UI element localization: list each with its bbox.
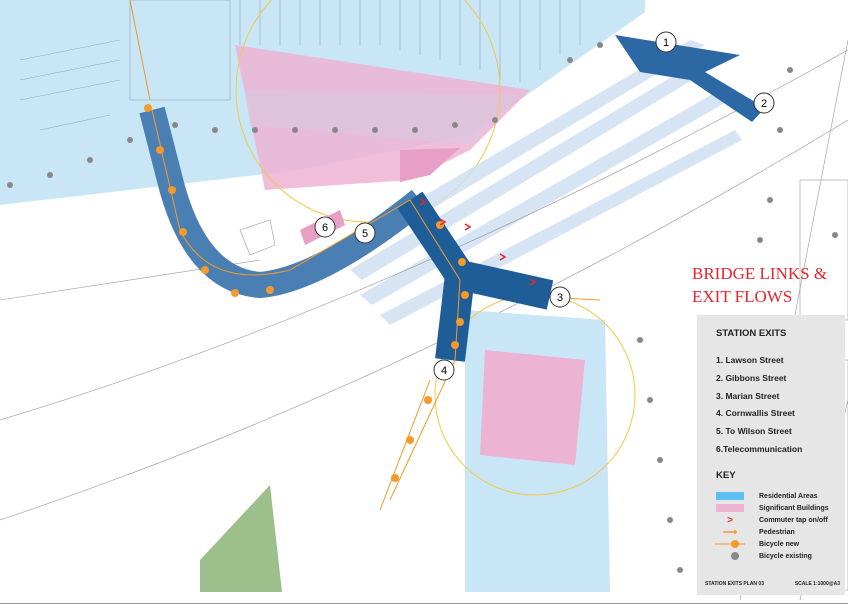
bicycle-new-route xyxy=(144,104,469,501)
key-label: Significant Buildings xyxy=(759,504,829,512)
svg-text:5: 5 xyxy=(362,228,368,240)
exit-structure-lawson xyxy=(615,35,765,122)
orange-arrow-icon: ⟶ xyxy=(722,526,738,538)
green-space xyxy=(200,485,282,592)
exit-marker-3: 3 xyxy=(549,286,571,308)
svg-text:2: 2 xyxy=(761,98,767,110)
exit-marker-5: 5 xyxy=(354,222,376,244)
pink-swatch-icon xyxy=(715,503,745,513)
exit-item: 3. Marian Street xyxy=(716,390,780,401)
key-label: Commuter tap on/off xyxy=(759,516,828,524)
exit-item: 2. Gibbons Street xyxy=(716,372,787,383)
svg-text:6: 6 xyxy=(322,222,328,234)
catchment-circle-north xyxy=(235,0,501,223)
exit-item: 5. To Wilson Street xyxy=(716,426,792,437)
significant-building-south xyxy=(480,350,585,465)
svg-text:3: 3 xyxy=(557,292,563,304)
blue-swatch-icon xyxy=(715,491,745,501)
bicycle-existing xyxy=(7,42,838,573)
title-line-2: EXIT FLOWS xyxy=(692,287,793,306)
scale-label: SCALE 1:1000@A3 xyxy=(794,581,840,587)
svg-text:1: 1 xyxy=(663,37,669,49)
key-label: Residential Areas xyxy=(759,492,818,500)
legend-footer: STATION EXITS PLAN 03 SCALE 1:1000@A3 xyxy=(705,581,840,587)
exit-item: 4. Cornwallis Street xyxy=(716,408,795,419)
exit-marker-1: 1 xyxy=(655,31,677,53)
key-list: Residential Areas Significant Buildings … xyxy=(715,490,829,562)
red-chevron-icon: > xyxy=(727,514,733,526)
title-line-1: BRIDGE LINKS & xyxy=(692,264,828,283)
map-title: BRIDGE LINKS & EXIT FLOWS xyxy=(692,262,827,308)
commuter-tap-markers xyxy=(419,198,537,286)
svg-text:4: 4 xyxy=(441,365,447,377)
exit-item: 6.Telecommunication xyxy=(716,443,803,454)
legend-heading: STATION EXITS xyxy=(716,328,787,339)
key-heading: KEY xyxy=(716,470,736,481)
exit-marker-6: 6 xyxy=(314,216,336,238)
exit-list: 1. Lawson Street 2. Gibbons Street 3. Ma… xyxy=(716,355,802,462)
orange-dot-line-icon xyxy=(715,539,745,549)
legend-panel: STATION EXITS 1. Lawson Street 2. Gibbon… xyxy=(697,315,845,595)
bottom-rule xyxy=(0,603,848,604)
exit-marker-2: 2 xyxy=(753,92,775,114)
exit-marker-4: 4 xyxy=(433,359,455,381)
key-label: Bicycle existing xyxy=(759,552,812,560)
plan-label: STATION EXITS PLAN 03 xyxy=(705,581,764,587)
key-label: Pedestrian xyxy=(759,528,795,536)
grey-dot-icon xyxy=(715,551,745,561)
key-label: Bicycle new xyxy=(759,540,800,548)
exit-item: 1. Lawson Street xyxy=(716,355,784,365)
